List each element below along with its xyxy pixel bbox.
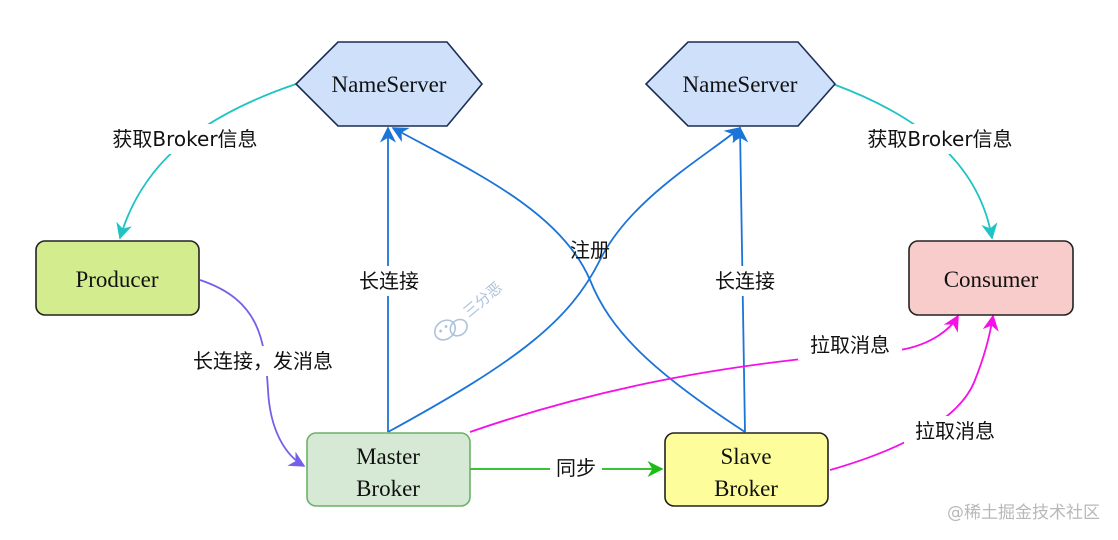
svg-text:NameServer: NameServer: [332, 72, 447, 97]
svg-text:NameServer: NameServer: [683, 72, 798, 97]
watermark: 三分恶: [433, 278, 506, 341]
nameserver-left-node: NameServer: [294, 41, 484, 127]
edge-producer-to-master: [199, 279, 306, 467]
label-sync: 同步: [550, 455, 602, 483]
svg-text:长连接: 长连接: [359, 269, 419, 293]
nameserver-right-node: NameServer: [644, 41, 837, 127]
svg-text:获取Broker信息: 获取Broker信息: [867, 127, 1012, 151]
svg-text:长连接: 长连接: [715, 269, 775, 293]
label-get-broker-info-left: 获取Broker信息: [92, 124, 278, 154]
edge-master-to-nameserver-right: [387, 126, 742, 433]
wechat-icon: [433, 318, 468, 341]
svg-text:获取Broker信息: 获取Broker信息: [112, 127, 257, 151]
edge-slave-to-nameserver-left: [391, 127, 746, 433]
consumer-node: Consumer: [908, 240, 1074, 316]
label-register: 注册: [570, 238, 610, 262]
label-long-conn-send: 长连接，发消息: [172, 346, 354, 376]
svg-text:Broker: Broker: [356, 476, 420, 501]
label-pull-msg-master: 拉取消息: [798, 330, 902, 360]
label-get-broker-info-right: 获取Broker信息: [848, 124, 1034, 154]
svg-text:Consumer: Consumer: [944, 267, 1039, 292]
svg-text:Slave: Slave: [720, 444, 771, 469]
svg-text:三分恶: 三分恶: [460, 278, 506, 321]
svg-text:拉取消息: 拉取消息: [810, 333, 890, 357]
producer-node: Producer: [35, 240, 200, 316]
label-long-conn-slave: 长连接: [704, 266, 786, 296]
svg-text:Broker: Broker: [714, 476, 778, 501]
master-broker-node: Master Broker: [306, 432, 471, 507]
edge-slave-to-consumer: [829, 314, 999, 471]
label-pull-msg-slave: 拉取消息: [904, 416, 1008, 446]
svg-text:注册: 注册: [570, 238, 610, 262]
svg-text:长连接，发消息: 长连接，发消息: [193, 349, 333, 373]
slave-broker-node: Slave Broker: [664, 432, 829, 507]
edge-nameserver-to-producer: [116, 83, 297, 240]
svg-text:同步: 同步: [556, 456, 596, 480]
edge-nameserver-to-consumer: [832, 83, 998, 240]
svg-text:拉取消息: 拉取消息: [915, 419, 995, 443]
svg-text:Master: Master: [356, 444, 420, 469]
footer-credit: @稀土掘金技术社区: [947, 503, 1100, 523]
svg-text:Producer: Producer: [75, 267, 158, 292]
label-long-conn-master: 长连接: [348, 266, 430, 296]
